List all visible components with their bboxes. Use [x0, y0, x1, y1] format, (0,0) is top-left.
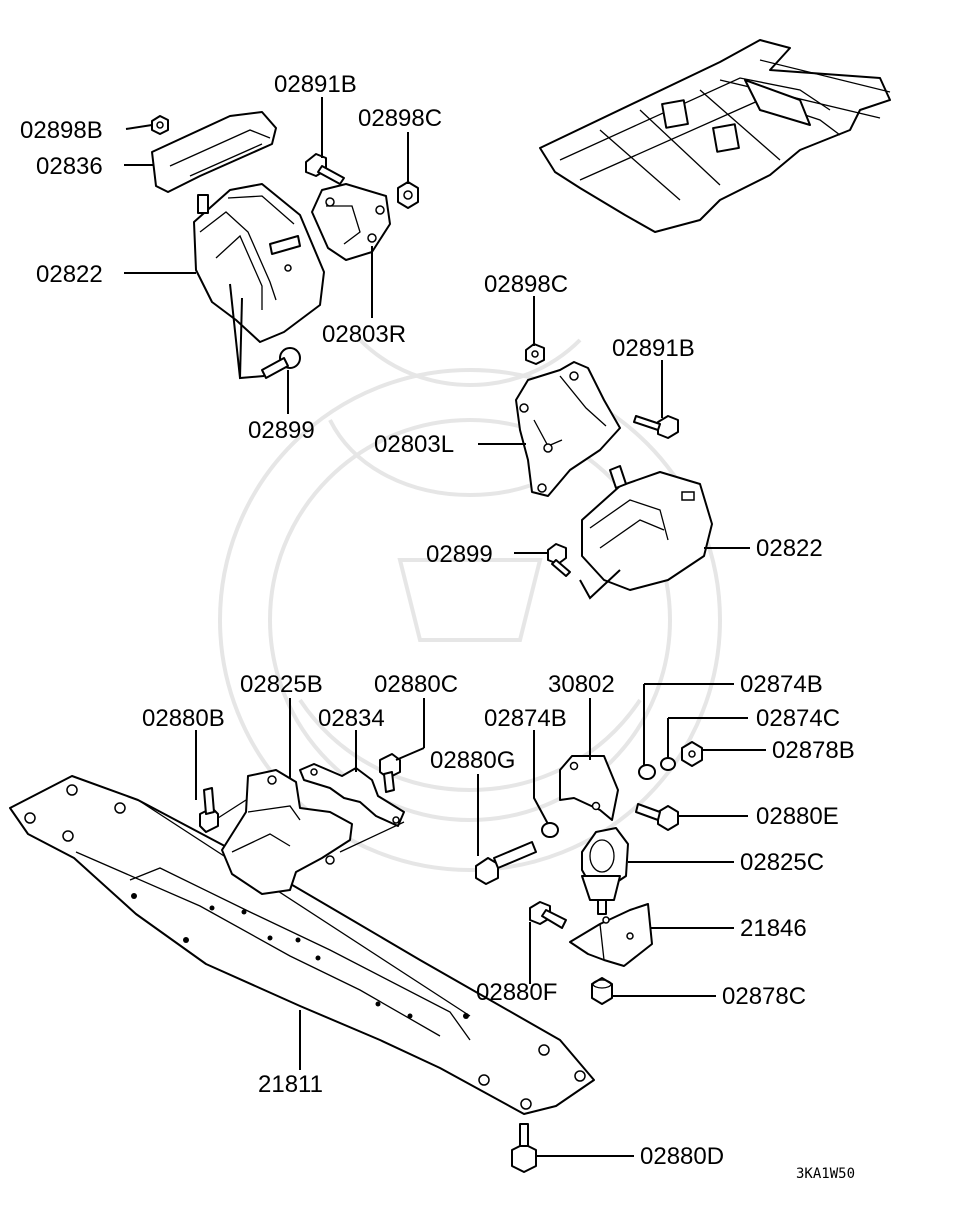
part-02878C-nut	[591, 977, 613, 1005]
label-02822-right: 02822	[756, 535, 823, 562]
label-02891B-top: 02891B	[274, 71, 357, 98]
label-02880B: 02880B	[142, 705, 225, 732]
label-02803R: 02803R	[322, 321, 406, 348]
part-02880F-bolt	[529, 901, 567, 929]
part-21811-crossmember	[9, 775, 595, 1115]
label-02803L: 02803L	[374, 431, 454, 458]
label-02880F: 02880F	[476, 979, 557, 1006]
part-02880B-bolt	[199, 787, 219, 833]
part-02891B-mid-bolt	[633, 415, 679, 439]
label-02878C: 02878C	[722, 983, 806, 1010]
part-30802-bracket	[559, 755, 619, 821]
label-02834: 02834	[318, 705, 385, 732]
label-02874B-b: 02874B	[740, 671, 823, 698]
label-02898B-top: 02898B	[20, 117, 103, 144]
part-02898C-top-nut	[397, 181, 419, 209]
part-02898B-nut	[151, 115, 169, 135]
part-02825B-rear-insulator	[221, 769, 353, 895]
chassis-frame-overview	[539, 39, 891, 233]
label-02898C-top: 02898C	[358, 105, 442, 132]
part-02898C-mid-nut	[525, 343, 545, 365]
part-02803R-bracket	[311, 183, 391, 261]
part-02880D-bolt	[511, 1123, 537, 1173]
part-02834-bracket	[299, 763, 405, 827]
label-02880E: 02880E	[756, 803, 839, 830]
part-02880E-bolt	[635, 803, 679, 831]
part-02822-left-insulator	[193, 183, 325, 343]
part-02874C-washer	[660, 757, 676, 771]
part-02899-mid-bolt	[547, 543, 571, 577]
label-02880C: 02880C	[374, 671, 458, 698]
label-02822-left: 02822	[36, 261, 103, 288]
label-02836: 02836	[36, 153, 103, 180]
diagram-reference-code: 3KA1W50	[796, 1166, 855, 1182]
part-21846-bracket	[569, 903, 653, 967]
label-30802: 30802	[548, 671, 615, 698]
part-02880C-bolt	[379, 753, 401, 793]
part-02878B-nut	[681, 741, 703, 767]
label-02880G: 02880G	[430, 747, 515, 774]
label-02898C-mid: 02898C	[484, 271, 568, 298]
label-21811: 21811	[258, 1071, 323, 1098]
part-02874B-washer-b	[638, 764, 656, 780]
part-02803L-bracket	[515, 361, 621, 497]
label-02880D: 02880D	[640, 1143, 724, 1170]
label-02878B: 02878B	[772, 737, 855, 764]
label-02899-mid: 02899	[426, 541, 493, 568]
leader-lines	[124, 97, 766, 1157]
label-02899-top: 02899	[248, 417, 315, 444]
label-02825C: 02825C	[740, 849, 824, 876]
part-02836-heat-shield	[151, 111, 277, 193]
label-02891B-mid: 02891B	[612, 335, 695, 362]
watermark-emblem	[218, 338, 722, 872]
label-02874B-a: 02874B	[484, 705, 567, 732]
part-02825C-insulator	[581, 827, 629, 915]
part-02822-right-insulator	[581, 465, 713, 591]
label-02874C: 02874C	[756, 705, 840, 732]
part-02880G-bolt	[475, 841, 537, 885]
label-21846: 21846	[740, 915, 807, 942]
label-02825B: 02825B	[240, 671, 323, 698]
part-number-labels: 02898B 02836 02891B 02898C 02822 02803R …	[20, 71, 855, 1182]
part-02891B-top-bolt	[305, 153, 345, 185]
part-02899-left-bolt	[261, 347, 301, 379]
part-02874B-washer-a	[541, 822, 559, 838]
